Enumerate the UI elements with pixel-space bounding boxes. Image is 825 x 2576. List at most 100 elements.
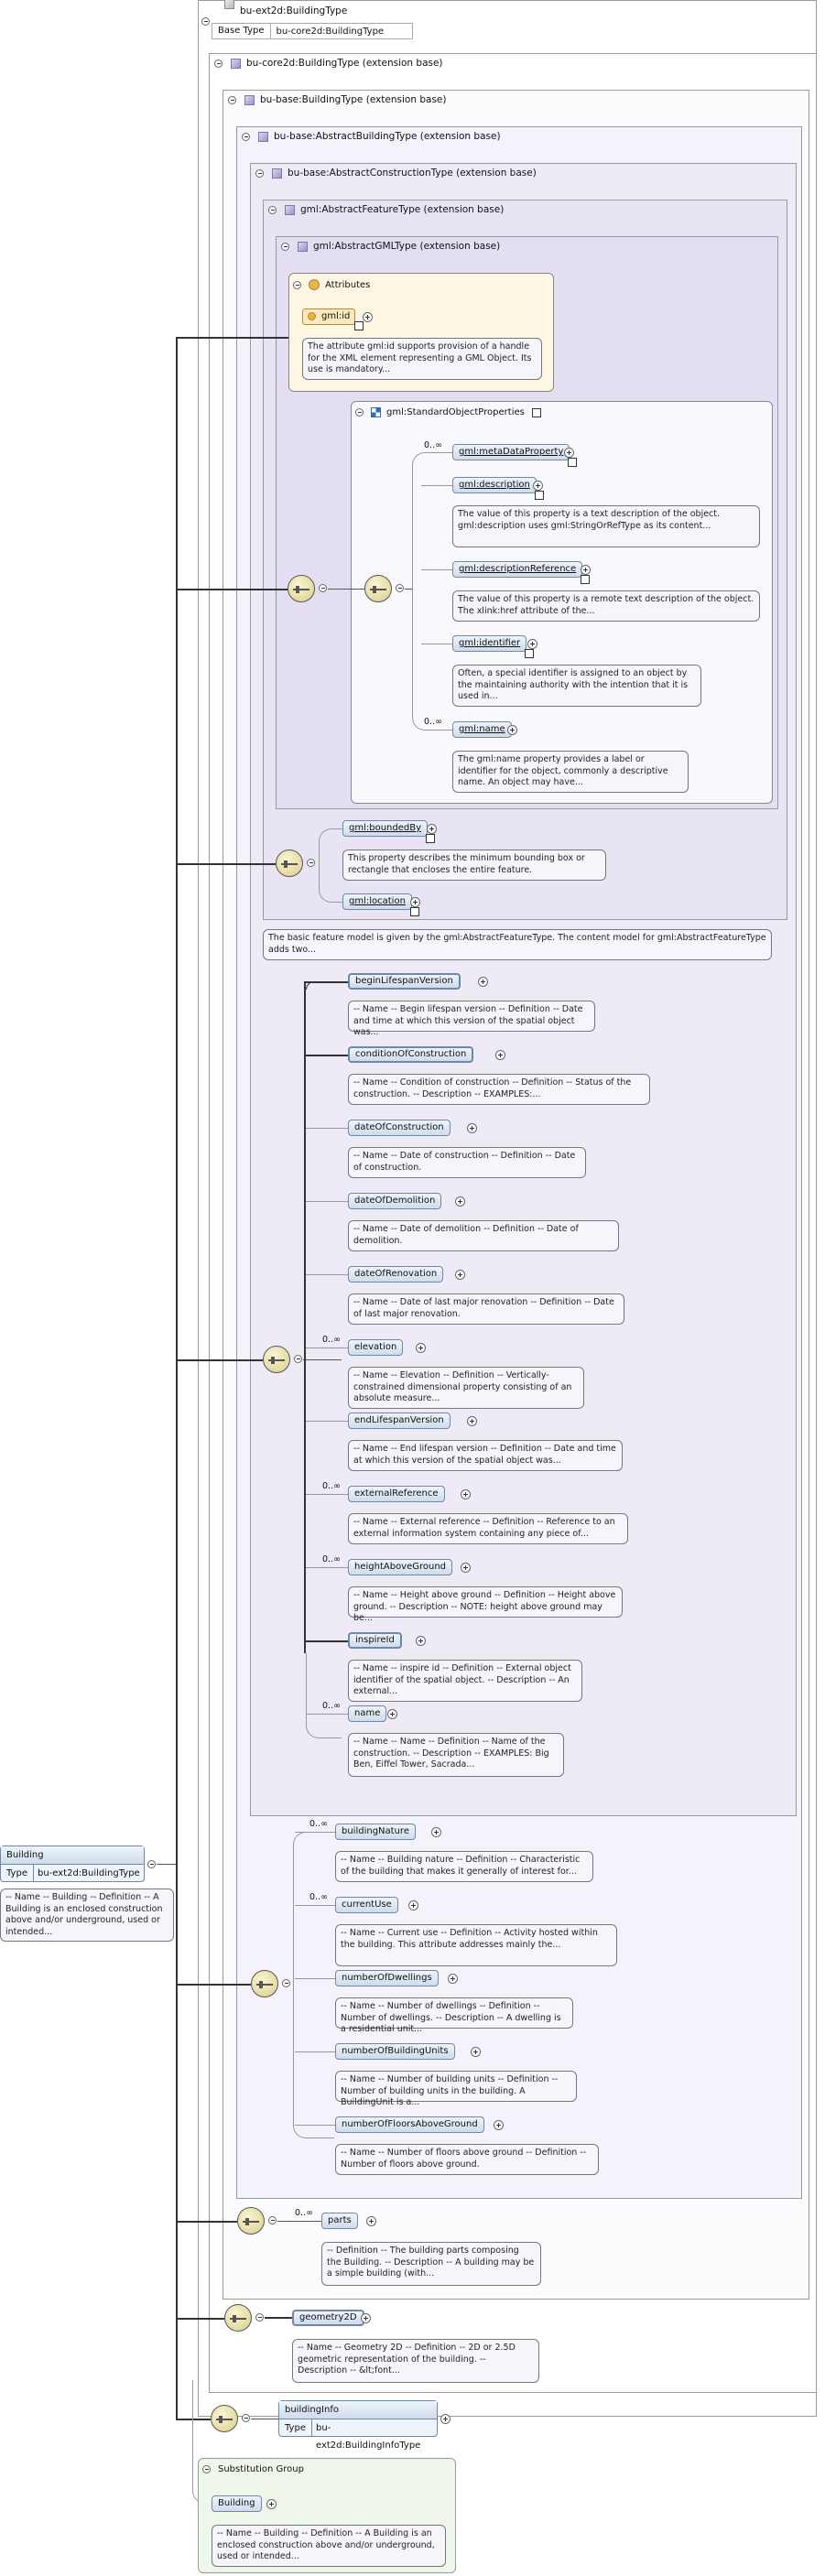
page-link-icon[interactable] [568, 458, 578, 467]
numberoffloorsaboveground-element[interactable]: numberOfFloorsAboveGround [335, 2116, 484, 2133]
elevation-doc: -- Name -- Elevation -- Definition -- Ve… [348, 1367, 584, 1409]
expand-icon[interactable] [494, 2120, 504, 2130]
page-link-icon[interactable] [581, 575, 591, 584]
dateofconstruction-element[interactable]: dateOfConstruction [348, 1120, 450, 1136]
expand-icon[interactable] [361, 2313, 371, 2323]
gml-id-attribute[interactable]: gml:id [302, 308, 364, 330]
sequence-compositor[interactable] [364, 575, 392, 602]
collapse-toggle[interactable] [242, 132, 250, 141]
collapse-toggle[interactable] [307, 859, 315, 867]
sequence-compositor[interactable] [224, 2304, 252, 2332]
collapse-toggle[interactable] [319, 584, 327, 592]
expand-icon[interactable] [471, 2047, 482, 2057]
element-label: elevation [354, 1342, 397, 1352]
numberofdwellings-element[interactable]: numberOfDwellings [335, 1970, 439, 1986]
externalreference-element[interactable]: externalReference [348, 1486, 445, 1502]
collapse-toggle[interactable] [242, 2414, 250, 2422]
collapse-toggle[interactable] [355, 408, 364, 417]
expand-icon[interactable] [478, 977, 488, 987]
buildingnature-element[interactable]: buildingNature [335, 1824, 416, 1840]
expand-icon[interactable] [507, 725, 517, 735]
page-link-icon[interactable] [426, 834, 436, 843]
expand-icon[interactable] [408, 1900, 418, 1910]
expand-icon[interactable] [415, 1636, 426, 1646]
gml-boundedby-element[interactable]: gml:boundedBy [342, 820, 436, 843]
expand-icon[interactable] [461, 1489, 472, 1499]
elevation-element[interactable]: elevation [348, 1339, 404, 1356]
expand-icon[interactable] [410, 897, 420, 907]
page-link-icon[interactable] [525, 649, 535, 658]
geometry2d-element[interactable]: geometry2D [292, 2310, 364, 2326]
expand-icon[interactable] [415, 1343, 426, 1353]
collapse-toggle[interactable] [202, 2465, 211, 2473]
collapse-toggle[interactable] [147, 1860, 156, 1868]
page-link-icon[interactable] [354, 321, 364, 330]
collapse-toggle[interactable] [268, 2216, 277, 2224]
element-label: conditionOfConstruction [355, 1049, 467, 1059]
collapse-toggle[interactable] [214, 59, 223, 68]
collapse-toggle[interactable] [228, 95, 236, 104]
sequence-compositor[interactable] [211, 2405, 238, 2432]
endlifespanversion-element[interactable]: endLifespanVersion [348, 1412, 450, 1429]
expand-icon[interactable] [363, 312, 373, 322]
element-label: geometry2D [299, 2312, 357, 2322]
expand-icon[interactable] [266, 2499, 277, 2509]
expand-icon[interactable] [430, 1827, 441, 1837]
expand-icon[interactable] [533, 481, 543, 491]
parts-doc: -- Definition -- The building parts comp… [321, 2242, 541, 2286]
collapse-toggle[interactable] [268, 205, 277, 214]
expand-icon[interactable] [466, 1123, 477, 1133]
expand-icon[interactable] [440, 2414, 450, 2424]
gml-location-element[interactable]: gml:location [342, 893, 419, 916]
buildinginfo-element[interactable]: buildingInfo Type bu-ext2d:BuildingInfoT… [278, 2400, 438, 2451]
beginlifespanversion-element[interactable]: beginLifespanVersion [348, 973, 461, 990]
sequence-compositor[interactable] [288, 575, 315, 602]
collapse-toggle[interactable] [396, 584, 404, 592]
expand-icon[interactable] [386, 1709, 397, 1719]
currentuse-element[interactable]: currentUse [335, 1897, 398, 1913]
sequence-compositor[interactable] [276, 850, 303, 877]
expand-icon[interactable] [448, 1974, 459, 1984]
expand-icon[interactable] [461, 1563, 472, 1573]
sequence-compositor[interactable] [237, 2207, 265, 2235]
dateofdemolition-element[interactable]: dateOfDemolition [348, 1193, 442, 1209]
collapse-toggle[interactable] [281, 242, 289, 251]
expand-icon[interactable] [581, 565, 591, 575]
substitution-building-element[interactable]: Building [212, 2495, 262, 2512]
collapse-toggle[interactable] [255, 168, 264, 178]
expand-icon[interactable] [427, 824, 437, 834]
collapse-toggle[interactable] [201, 17, 210, 26]
heightaboveground-element[interactable]: heightAboveGround [348, 1559, 453, 1575]
gml-metadataproperty-element[interactable]: gml:metaDataProperty [452, 444, 578, 467]
page-link-icon[interactable] [409, 907, 419, 916]
complex-type-icon [258, 131, 268, 142]
expand-icon[interactable] [564, 448, 574, 458]
connector [293, 1984, 334, 2138]
gml-descriptionreference-element[interactable]: gml:descriptionReference [452, 561, 591, 584]
dateofrenovation-element[interactable]: dateOfRenovation [348, 1266, 444, 1283]
page-link-icon[interactable] [534, 491, 544, 500]
expand-icon[interactable] [455, 1196, 466, 1207]
expand-icon[interactable] [366, 2216, 376, 2226]
name-element[interactable]: name [348, 1705, 387, 1722]
base-type-value: bu-core2d:BuildingType [276, 26, 385, 37]
numberofbuildingunits-element[interactable]: numberOfBuildingUnits [335, 2043, 455, 2060]
collapse-toggle[interactable] [282, 1979, 290, 1987]
gml-name-element[interactable]: gml:name [452, 721, 512, 738]
conditionofconstruction-element[interactable]: conditionOfConstruction [348, 1046, 474, 1063]
expand-icon[interactable] [527, 639, 537, 649]
expand-icon[interactable] [466, 1416, 477, 1426]
expand-icon[interactable] [494, 1050, 505, 1060]
sequence-compositor[interactable] [263, 1346, 290, 1373]
building-root-element[interactable]: Building Type bu-ext2d:BuildingType [0, 1845, 145, 1882]
gml-description-element[interactable]: gml:description [452, 477, 544, 500]
gml-identifier-element[interactable]: gml:identifier [452, 635, 535, 658]
sequence-compositor[interactable] [251, 1970, 278, 1997]
parts-element[interactable]: parts [321, 2213, 358, 2229]
collapse-toggle[interactable] [255, 2313, 264, 2322]
collapse-toggle[interactable] [294, 1355, 302, 1363]
expand-icon[interactable] [455, 1270, 466, 1280]
page-link-icon[interactable] [531, 407, 541, 417]
collapse-toggle[interactable] [293, 280, 301, 289]
inspireid-element[interactable]: inspireId [348, 1632, 402, 1649]
